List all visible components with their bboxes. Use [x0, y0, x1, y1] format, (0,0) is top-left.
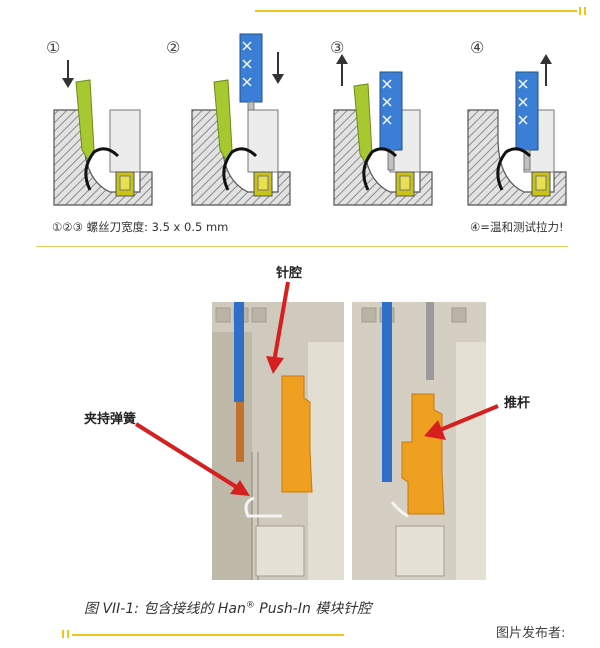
publisher-label: 图片发布者:: [496, 626, 566, 641]
step-diagram-1: [53, 60, 153, 206]
step-number-2: ②: [166, 38, 181, 57]
step-number-1: ①: [46, 38, 61, 57]
figure-caption-suffix: Push-In 模块针腔: [254, 601, 372, 617]
step-diagram-4: [467, 54, 567, 206]
bottom-rule-tick: [67, 630, 69, 638]
cross-section-photo: [212, 302, 486, 580]
middle-rule: [36, 246, 568, 247]
bottom-rule: [72, 634, 344, 636]
screwdriver-width-caption: ①②③ 螺丝刀宽度: 3.5 x 0.5 mm: [52, 220, 229, 234]
step-diagram-2: [191, 33, 291, 206]
clamp-spring-label: 夹持弹簧: [84, 412, 137, 427]
step-diagram-3: [333, 54, 433, 206]
step-number-3: ③: [330, 38, 345, 57]
bottom-rule-tick: [62, 630, 64, 638]
pin-cavity-label: 针腔: [276, 266, 303, 281]
step-number-4: ④: [470, 38, 485, 57]
figure-caption-prefix: 图 VII-1: 包含接线的 Han: [84, 601, 246, 617]
registered-mark: ®: [245, 600, 255, 611]
pull-test-caption: ④=温和测试拉力!: [470, 220, 564, 234]
top-rule: [255, 10, 577, 12]
push-rod-label: 推杆: [504, 396, 531, 411]
top-rule-tick: [584, 7, 586, 15]
figure-caption: 图 VII-1: 包含接线的 Han® Push-In 模块针腔: [84, 598, 371, 618]
top-rule-tick: [579, 7, 581, 15]
